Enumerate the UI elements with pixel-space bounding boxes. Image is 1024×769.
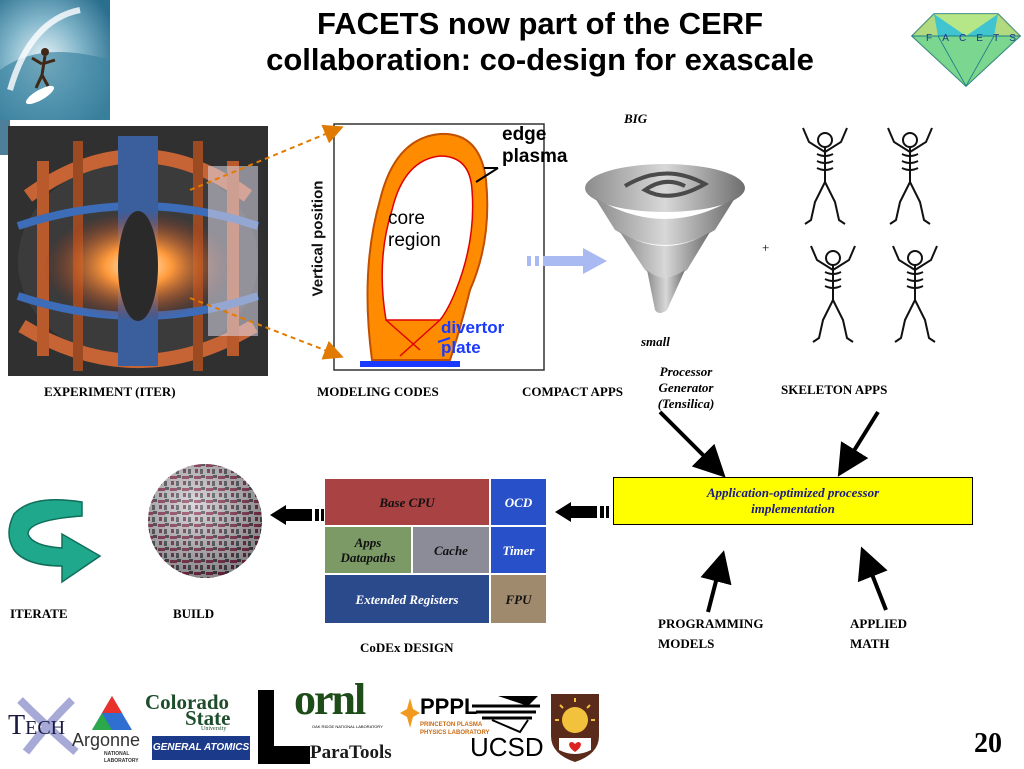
facets-letter: F [926,33,933,44]
colorado-state-logo: Colorado State University [145,690,231,732]
left-arrow-to-codex [555,502,609,522]
compact-apps-caption: COMPACT APPS [522,384,623,399]
processor-generator-label: Processor Generator (Tensilica) [657,364,715,411]
cache-block: Cache [412,526,490,574]
core-region-label: core region [388,208,441,251]
left-arrow-to-build [270,505,324,525]
extended-registers-block: Extended Registers [324,574,490,624]
slide-title: FACETS now part of the CERF collaboratio… [266,6,814,77]
app-optimized-processor-box: Application-optimized processor implemen… [613,477,973,525]
wafer-chip-image [146,462,264,580]
small-label: small [641,334,670,349]
codex-design-caption: CoDEx DESIGN [360,640,454,655]
base-cpu-block: Base CPU [324,478,490,526]
iterate-caption: ITERATE [10,606,68,621]
experiment-caption: EXPERIMENT (ITER) [44,384,176,399]
ocd-block: OCD [490,478,547,526]
codex-design-grid: Base CPU OCD Apps Datapaths Cache Timer … [324,478,547,624]
ornl-logo: ornl OAK RIDGE NATIONAL LABORATORY ParaT… [254,675,404,768]
general-atomics-logo: GENERAL ATOMICS [152,736,250,760]
tornado-image [575,160,755,320]
tech-logo: TECH [6,696,86,756]
input-arrows [658,410,888,613]
page-number: 20 [974,728,1002,759]
programming-models-caption: PROGRAMMING MODELS [658,616,764,651]
divertor-plate-label: divertor plate [441,318,505,357]
facets-letter: S [1009,33,1016,44]
applied-math-caption: APPLIED MATH [850,616,908,651]
skeleton-apps-caption: SKELETON APPS [781,382,888,397]
tech-logo-t: T [8,710,26,741]
iter-experiment-image [8,126,268,376]
paratools-logo: ParaTools [310,742,392,763]
pppl-logo: PPPL PRINCETON PLASMA PHYSICS LABORATORY [400,694,490,742]
dashed-connector-arrows [189,124,344,360]
iterate-arrow-icon [4,494,104,588]
facets-logo: F A C E T S [908,8,1024,88]
fpu-block: FPU [490,574,547,624]
timer-block: Timer [490,526,547,574]
ucsd-logo: UCSD [468,692,546,766]
facets-letter: T [993,33,1000,44]
facets-letter: A [942,33,949,44]
modeling-codes-caption: MODELING CODES [317,384,439,399]
apps-datapaths-block: Apps Datapaths [324,526,412,574]
blue-right-arrow [527,248,607,274]
facets-letter: E [976,33,983,44]
skeleton-figures [795,120,955,355]
surfer-photo-strip [0,120,10,155]
plus-label: + [762,240,770,255]
argonne-logo: Argonne NATIONAL LABORATORY [72,696,154,766]
big-label: BIG [624,111,648,126]
tech-logo-rest: ECH [25,717,66,739]
university-crest-logo [549,692,601,764]
plasma-cross-section: Vertical position edge plasma core regio… [300,120,580,376]
edge-plasma-label: edge plasma [502,124,568,167]
build-caption: BUILD [173,606,215,621]
surfer-photo [0,0,110,120]
facets-letter: C [958,33,967,44]
